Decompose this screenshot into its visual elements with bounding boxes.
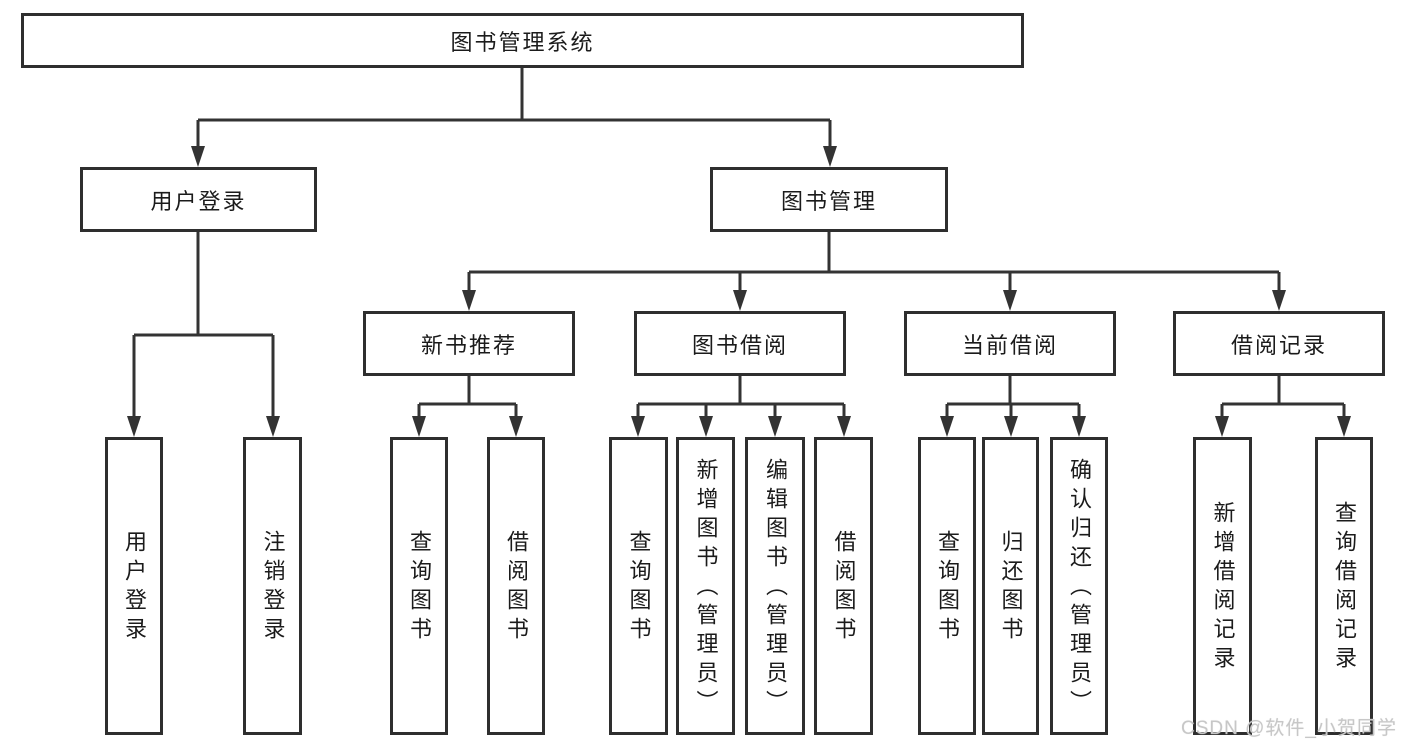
leaf-return-book: 归还图书 (982, 437, 1039, 735)
leaf-borrow-books-recommend: 借阅图书 (487, 437, 545, 735)
leaf-borrow-books-borrowing: 借阅图书 (814, 437, 873, 735)
node-current-borrowing: 当前借阅 (904, 311, 1116, 376)
leaf-query-books-current: 查询图书 (918, 437, 976, 735)
leaf-user-login: 用户登录 (105, 437, 163, 735)
node-book-management: 图书管理 (710, 167, 948, 232)
node-borrow-records: 借阅记录 (1173, 311, 1385, 376)
node-new-book-recommend: 新书推荐 (363, 311, 575, 376)
leaf-query-books-borrowing: 查询图书 (609, 437, 668, 735)
node-root-system: 图书管理系统 (21, 13, 1024, 68)
leaf-logout: 注销登录 (243, 437, 302, 735)
csdn-watermark: CSDN @软件_小贺同学 (1181, 718, 1397, 739)
leaf-query-borrow-record: 查询借阅记录 (1315, 437, 1373, 735)
node-user-login: 用户登录 (80, 167, 317, 232)
leaf-add-borrow-record: 新增借阅记录 (1193, 437, 1252, 735)
leaf-query-books-recommend: 查询图书 (390, 437, 448, 735)
leaf-confirm-return-admin: 确认归还（管理员） (1050, 437, 1108, 735)
leaf-add-book-admin: 新增图书（管理员） (676, 437, 735, 735)
leaf-edit-book-admin: 编辑图书（管理员） (745, 437, 805, 735)
node-book-borrowing: 图书借阅 (634, 311, 846, 376)
